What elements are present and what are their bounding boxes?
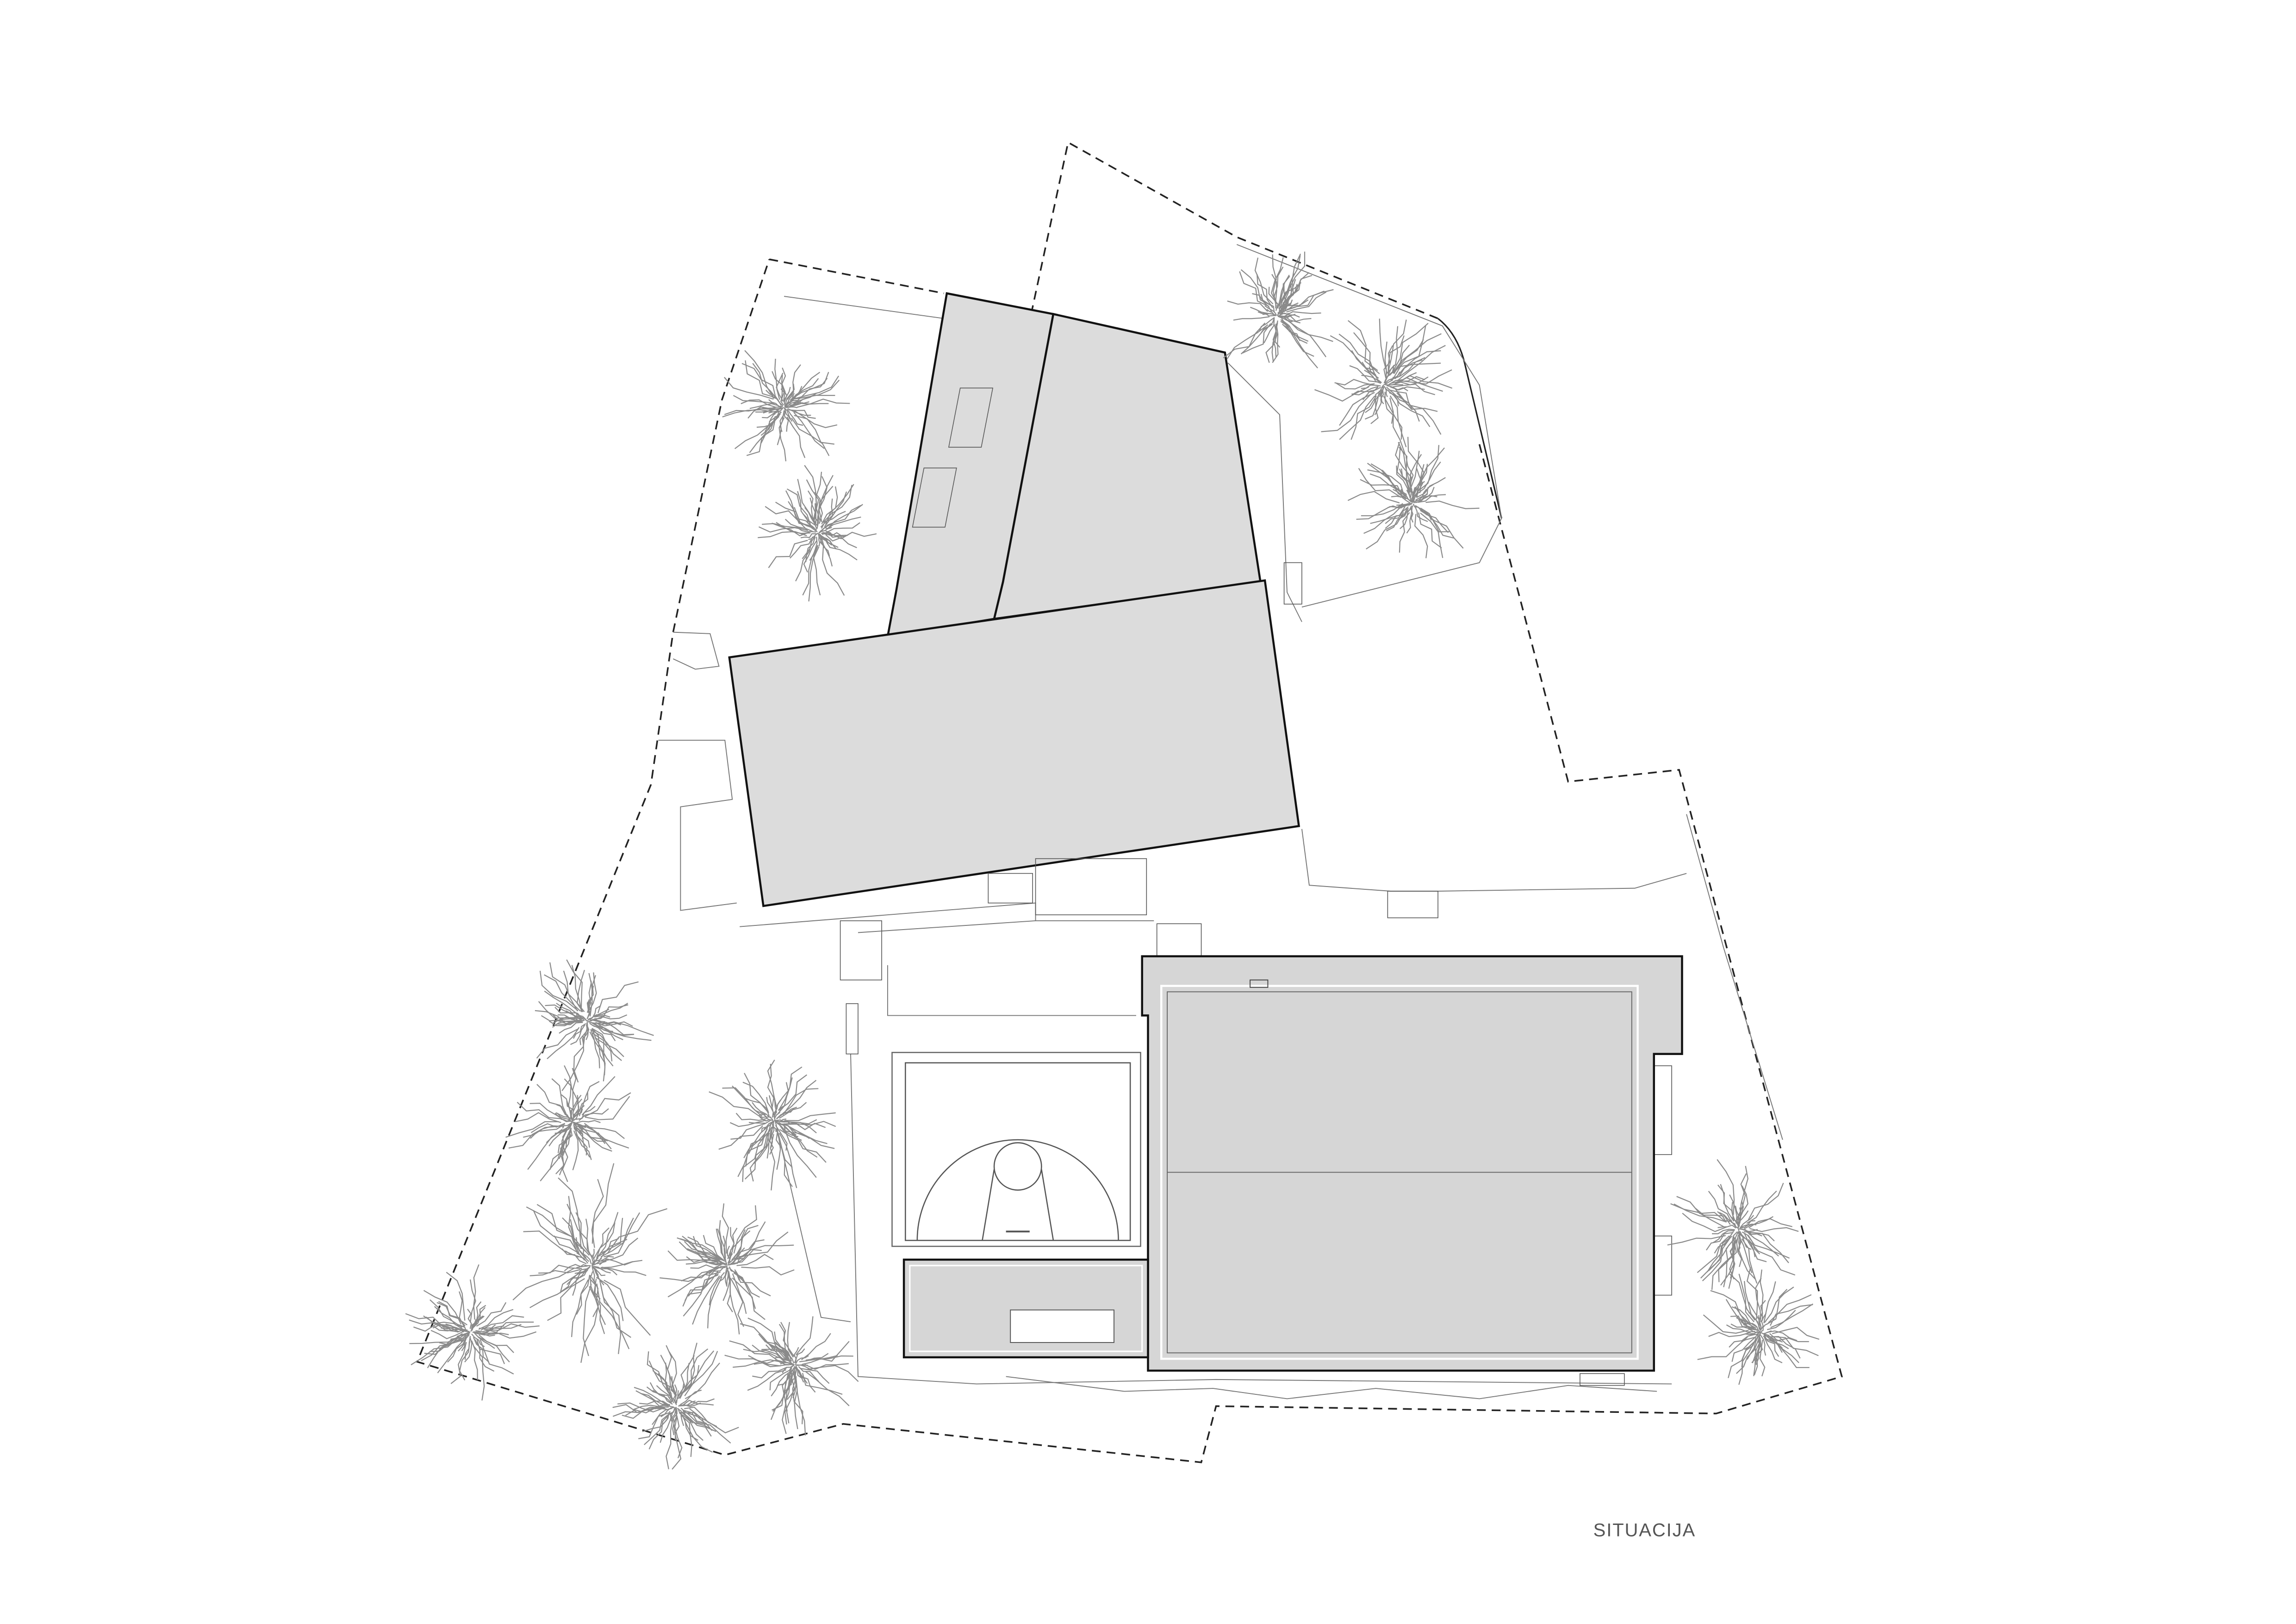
tree-icon xyxy=(660,1203,795,1335)
tree-icon xyxy=(535,959,654,1091)
tree-icon xyxy=(722,350,850,462)
drawing-title: SITUACIJA xyxy=(1593,1520,1696,1541)
trees xyxy=(405,251,1820,1470)
landscape-lines xyxy=(658,244,1783,1399)
tree-icon xyxy=(1314,319,1453,454)
tree-icon xyxy=(1347,437,1480,558)
basketball-court xyxy=(891,1052,1141,1247)
tree-icon xyxy=(758,465,877,602)
roof-stair xyxy=(912,387,994,528)
north-building xyxy=(728,292,1300,907)
southwest-annex xyxy=(902,1258,1149,1359)
tree-icon xyxy=(505,1065,631,1182)
tree-icon xyxy=(612,1343,739,1470)
tree-icon xyxy=(709,1059,836,1191)
tree-icon xyxy=(512,1163,667,1363)
tree-icon xyxy=(1697,1267,1820,1385)
tree-icon xyxy=(1223,251,1334,369)
tree-icon xyxy=(405,1264,540,1401)
tree-icon xyxy=(1667,1159,1799,1290)
main-block xyxy=(728,579,1300,907)
sports-hall xyxy=(1141,955,1683,1372)
tree-icon xyxy=(724,1316,859,1436)
